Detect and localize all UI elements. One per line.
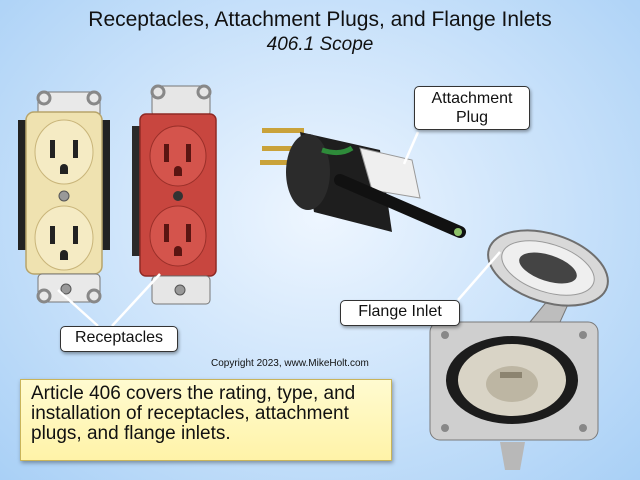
callout-leaders <box>57 131 501 327</box>
page-title: Receptacles, Attachment Plugs, and Flang… <box>88 8 552 31</box>
copyright-text: Copyright 2023, www.MikeHolt.com <box>211 358 369 369</box>
receptacles-callout: Receptacles <box>60 326 178 352</box>
page-subtitle: 406.1 Scope <box>266 34 374 55</box>
attachment-plug-callout-line2: Plug <box>455 109 489 126</box>
attachment-plug-image <box>260 128 466 238</box>
attachment-plug-callout: Attachment Plug <box>414 86 530 130</box>
article-summary-note: Article 406 covers the rating, type, and… <box>20 379 392 461</box>
flange-inlet-image <box>429 229 609 470</box>
red-receptacle-image <box>132 84 217 305</box>
flange-inlet-callout: Flange Inlet <box>340 300 460 326</box>
attachment-plug-callout-line1: Attachment <box>431 90 513 107</box>
ivory-receptacle-image <box>18 90 110 304</box>
